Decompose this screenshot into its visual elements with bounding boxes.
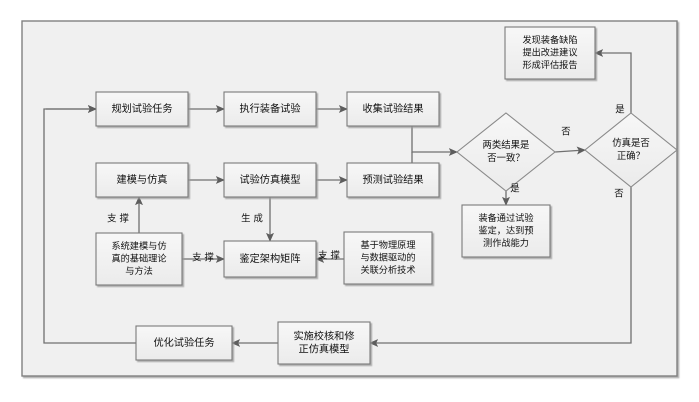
correlation-analysis-technology-label-0: 基于物理原理 [360, 239, 415, 251]
verify-and-correct-simulation-model-label-1: 正仿真模型 [299, 343, 350, 356]
optimize-test-task-shape [135, 325, 233, 361]
results-consistent-decision-label-1: 否一致？ [487, 152, 525, 164]
edge-optimize-to-plan-feedback [43, 104, 136, 344]
equipment-passes-appraisal-label-2: 测作战能力 [483, 237, 529, 249]
edge-label-generate: 生 成 [241, 213, 263, 225]
edge-consistent-no-to-simulation-correct [554, 146, 586, 155]
collect-test-results-label-0: 收集试验结果 [362, 102, 423, 115]
edge-label-consistent-yes: 是 [510, 184, 520, 195]
correlation-analysis-technology-label-2: 关联分析技术 [360, 264, 415, 276]
defect-and-evaluation-report-label-2: 形成评估报告 [522, 59, 577, 71]
edge-simulation-no-to-verify-model [369, 187, 632, 348]
plan-test-task-shape [95, 91, 189, 127]
basic-theory-and-methods-shape [95, 232, 183, 286]
correlation-analysis-technology-shape [343, 231, 433, 285]
basic-theory-and-methods-label-1: 真的基础理论 [111, 253, 166, 265]
simulation-correct-decision-label-0: 仿真是否 [612, 137, 650, 149]
appraisal-architecture-matrix-label-0: 鉴定架构矩阵 [239, 252, 300, 265]
test-simulation-model-label-0: 试验仿真模型 [239, 173, 300, 186]
modeling-and-simulation-shape [95, 162, 189, 198]
edge-simulation-yes-to-report [594, 48, 632, 113]
equipment-passes-appraisal-shape [461, 204, 551, 258]
edge-label-consistent-no: 否 [561, 127, 570, 138]
plan-test-task-label-0: 规划试验任务 [111, 102, 172, 115]
predict-test-results: 预测试验结果 [346, 162, 440, 198]
results-consistent-decision-label-0: 两类结果是 [483, 139, 531, 151]
defect-and-evaluation-report-shape [504, 26, 596, 80]
basic-theory-and-methods-label-0: 系统建模与仿 [111, 240, 166, 252]
execute-equipment-test-label-0: 执行装备试验 [239, 102, 300, 115]
collect-test-results-shape [346, 91, 440, 127]
basic-theory-and-methods-label-2: 与方法 [125, 265, 153, 277]
defect-and-evaluation-report-label-1: 提出改进建议 [522, 47, 577, 59]
execute-equipment-test: 执行装备试验 [223, 91, 317, 127]
correlation-analysis-technology-label-1: 与数据驱动的 [360, 252, 415, 264]
simulation-correct-decision-shape [584, 112, 678, 188]
predict-test-results-label-0: 预测试验结果 [362, 173, 423, 186]
predict-test-results-shape [346, 162, 440, 198]
verify-and-correct-simulation-model-shape [277, 321, 371, 365]
appraisal-architecture-matrix-shape [223, 240, 317, 278]
execute-equipment-test-shape [223, 91, 317, 127]
edge-label-simulation-yes: 是 [615, 105, 625, 116]
equipment-passes-appraisal-label-1: 鉴定，达到预 [478, 225, 533, 237]
equipment-passes-appraisal-label-0: 装备通过试验 [478, 212, 533, 224]
modeling-and-simulation-label-0: 建模与仿真 [117, 173, 168, 186]
appraisal-architecture-matrix: 鉴定架构矩阵 [223, 240, 317, 278]
edge-label-support-theory-to-modeling: 支 撑 [107, 213, 129, 225]
optimize-test-task: 优化试验任务 [135, 325, 233, 361]
edge-label-support-tech-to-matrix: 支 撑 [318, 250, 340, 262]
defect-and-evaluation-report-label-0: 发现装备缺陷 [522, 34, 577, 46]
plan-test-task: 规划试验任务 [95, 91, 189, 127]
diagram-border [21, 20, 678, 377]
collect-test-results: 收集试验结果 [346, 91, 440, 127]
test-simulation-model: 试验仿真模型 [223, 162, 317, 198]
verify-and-correct-simulation-model-label-0: 实施校核和修 [293, 329, 354, 342]
edge-layer [43, 48, 632, 348]
edge-label-support-theory-to-matrix: 支 撑 [192, 252, 214, 264]
test-simulation-model-shape [223, 162, 317, 198]
modeling-and-simulation: 建模与仿真 [95, 162, 189, 198]
results-consistent-decision-shape [456, 112, 556, 192]
outer-frame [21, 20, 678, 377]
simulation-correct-decision-label-1: 正确？ [617, 150, 645, 162]
optimize-test-task-label-0: 优化试验任务 [153, 336, 214, 349]
edge-label-simulation-no: 否 [614, 189, 623, 200]
